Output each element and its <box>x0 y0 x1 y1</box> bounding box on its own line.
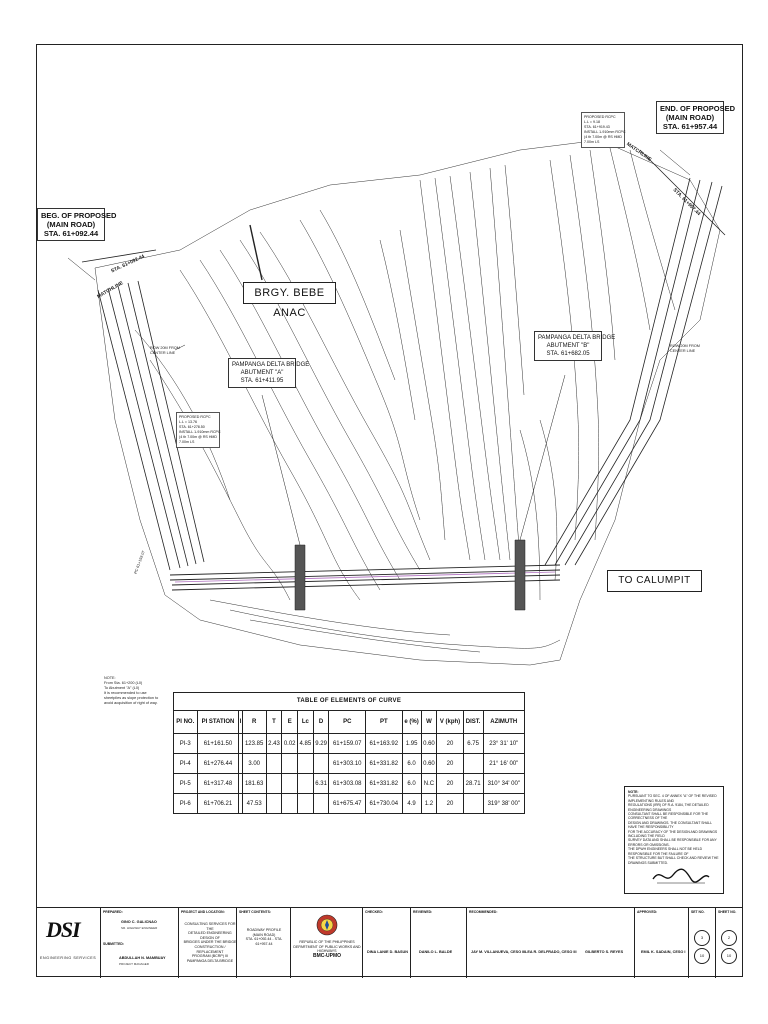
barangay-label: BRGY. BEBE ANAC <box>243 282 336 319</box>
project-cell: PROJECT AND LOCATION: CONSULTING SERVICE… <box>178 908 236 978</box>
set-no-cell: SET NO. 3 10 <box>688 908 715 978</box>
col-v: V (kph) <box>436 710 464 734</box>
company-logo: DSI <box>46 917 81 942</box>
col-azimuth: AZIMUTH <box>482 710 526 734</box>
to-calumpit-label: TO CALUMPIT <box>607 570 702 592</box>
set-no-badge: 3 <box>694 930 710 946</box>
drawing-sheet <box>36 44 743 977</box>
col-e-pct: e (%) <box>401 710 422 734</box>
table-title: TABLE OF ELEMENTS OF CURVE <box>173 692 525 710</box>
col-pi-no: PI NO. <box>173 710 198 734</box>
beg-of-proposed-callout: BEG. OF PROPOSED(MAIN ROAD)STA. 61+092.4… <box>37 208 116 241</box>
sheet-no-cell: SHEET NO. 2 10 <box>715 908 743 978</box>
dpwh-seal-icon <box>316 914 338 936</box>
col-pt: PT <box>365 710 403 734</box>
consultant-note: NOTE: PURSUANT TO SEC. 4 OF ANNEX "A" OF… <box>624 786 724 894</box>
left-note: NOTE:From Sta. 61+200 (L0)To Abutment "A… <box>104 676 159 705</box>
col-lc: Lc <box>297 710 314 734</box>
sheet-total-badge: 10 <box>721 948 737 964</box>
approved-cell: APPROVED: EMIL K. SADAIN, CESO I <box>634 908 688 978</box>
col-w: W <box>420 710 438 734</box>
col-r: R <box>241 710 267 734</box>
reviewed-cell: REVIEWED: DANILO L. BALDE <box>410 908 466 978</box>
sheet-no-badge: 2 <box>721 930 737 946</box>
logo-cell: DSI ENGINEERING SERVICES <box>40 917 97 960</box>
col-dist: DIST. <box>462 710 484 734</box>
recommended-cell: RECOMMENDED: JAY M. VILLANUEVA, CESO III… <box>466 908 634 978</box>
col-e: E <box>281 710 299 734</box>
signature-mark <box>652 868 710 884</box>
curve-elements-table: TABLE OF ELEMENTS OF CURVE PI NO. PI STA… <box>173 692 526 814</box>
end-of-proposed-callout: END. OF PROPOSED(MAIN ROAD)STA. 61+957.4… <box>656 101 735 134</box>
title-block: DSI ENGINEERING SERVICES PREPARED: GINO … <box>36 907 743 978</box>
set-total-badge: 10 <box>694 948 710 964</box>
col-t: T <box>265 710 283 734</box>
sheet-contents-cell: SHEET CONTENTS: ROADWAY PROFILE(MAIN ROA… <box>236 908 290 978</box>
prepared-cell: PREPARED: GINO C. GALICNAO SR. HIGHWAY E… <box>100 908 178 978</box>
checked-cell: CHECKED: DINA LANIE D. BASUN <box>362 908 410 978</box>
col-pc: PC <box>328 710 367 734</box>
col-pi-station: PI STATION <box>196 710 240 734</box>
table-header-row: PI NO. PI STATION I R T E Lc D PC PT e (… <box>173 710 526 734</box>
col-d: D <box>312 710 330 734</box>
